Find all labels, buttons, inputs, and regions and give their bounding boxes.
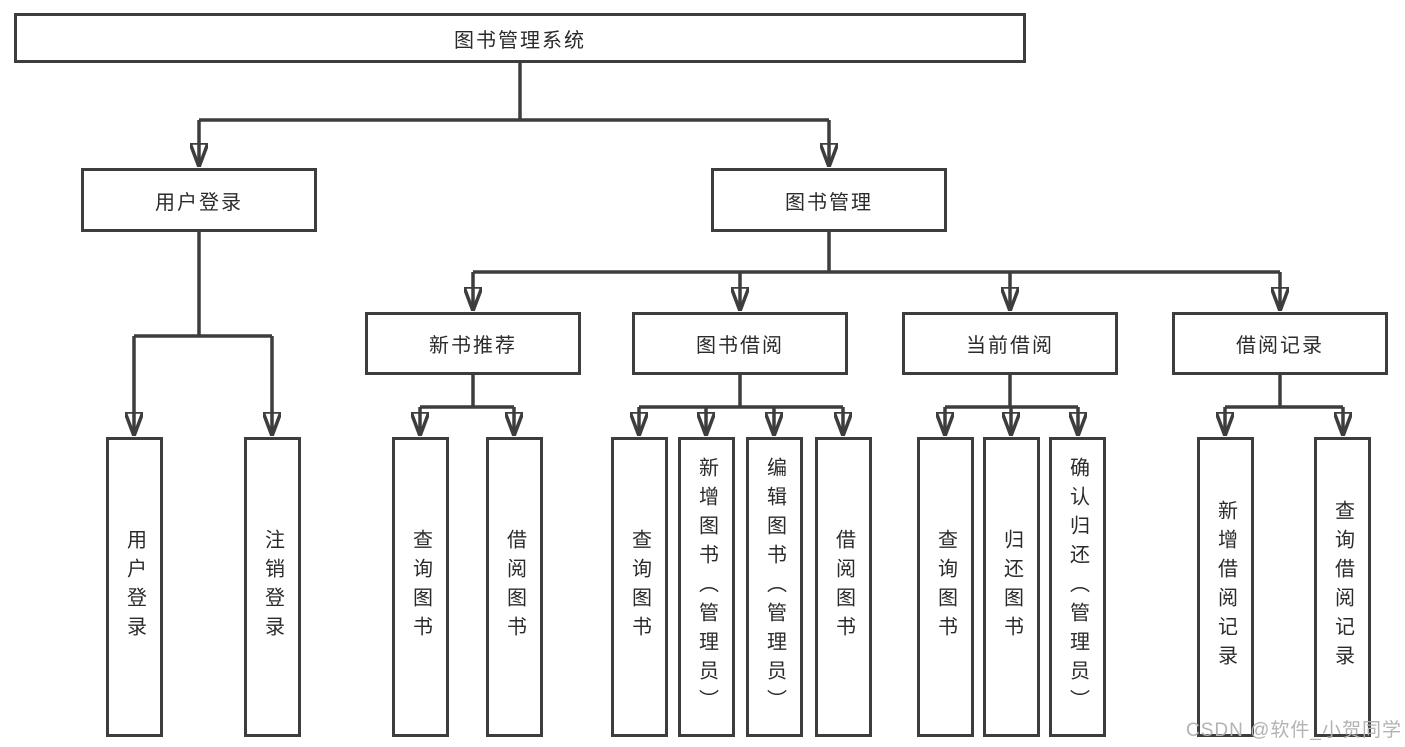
node-label: 借阅图书 [503, 529, 526, 645]
leaf-edit-book-admin: 编辑图书（管理员） [746, 437, 803, 737]
connector-book-management-to-level3 [473, 232, 1280, 310]
node-label: 图书管理 [785, 191, 873, 214]
node-label: 查询借阅记录 [1331, 500, 1354, 674]
node-label: 当前借阅 [966, 335, 1054, 357]
node-new-book-recommend: 新书推荐 [365, 312, 581, 375]
node-label: 借阅记录 [1236, 335, 1324, 357]
leaf-logout: 注销登录 [244, 437, 301, 737]
node-user-login: 用户登录 [81, 168, 317, 232]
leaf-confirm-return-admin: 确认归还（管理员） [1049, 437, 1106, 737]
node-label: 注销登录 [261, 529, 284, 645]
leaf-return-book: 归还图书 [983, 437, 1040, 737]
leaf-query-books-current: 查询图书 [917, 437, 974, 737]
node-book-management: 图书管理 [711, 168, 947, 232]
leaf-query-books-borrow: 查询图书 [611, 437, 668, 737]
connector-book-borrow-children [639, 375, 843, 435]
node-borrow-records: 借阅记录 [1172, 312, 1388, 375]
connector-new-book-recommend-children [420, 375, 514, 435]
node-label: 图书借阅 [696, 335, 784, 357]
leaf-borrow-books: 借阅图书 [815, 437, 872, 737]
node-label: 确认归还（管理员） [1066, 456, 1089, 718]
node-label: 编辑图书（管理员） [763, 456, 786, 718]
node-book-borrow: 图书借阅 [632, 312, 848, 375]
node-current-borrow: 当前借阅 [902, 312, 1118, 375]
node-label: 查询图书 [628, 529, 651, 645]
node-label: 用户登录 [155, 191, 243, 214]
node-library-management-system: 图书管理系统 [14, 13, 1026, 63]
leaf-add-book-admin: 新增图书（管理员） [678, 437, 735, 737]
node-label: 新增借阅记录 [1214, 500, 1237, 674]
leaf-query-books-recommend: 查询图书 [392, 437, 449, 737]
leaf-query-borrow-record: 查询借阅记录 [1314, 437, 1371, 737]
connector-user-login-children [134, 232, 272, 435]
leaf-borrow-books-recommend: 借阅图书 [486, 437, 543, 737]
node-label: 归还图书 [1000, 529, 1023, 645]
node-label: 图书管理系统 [454, 29, 586, 52]
connector-borrow-records-children [1225, 375, 1343, 435]
leaf-user-login: 用户登录 [106, 437, 163, 737]
connector-current-borrow-children [945, 375, 1078, 435]
connector-root-to-level2 [199, 63, 829, 166]
node-label: 查询图书 [934, 529, 957, 645]
node-label: 借阅图书 [832, 529, 855, 645]
node-label: 新书推荐 [429, 335, 517, 357]
node-label: 查询图书 [409, 529, 432, 645]
node-label: 新增图书（管理员） [695, 456, 718, 718]
node-label: 用户登录 [123, 529, 146, 645]
leaf-add-borrow-record: 新增借阅记录 [1197, 437, 1254, 737]
